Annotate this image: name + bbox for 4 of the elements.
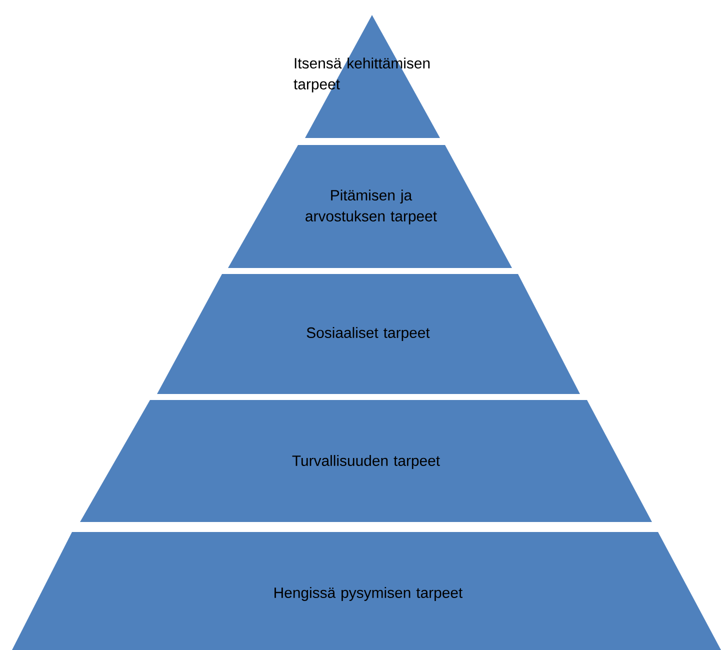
pyramid-level: Sosiaaliset tarpeet bbox=[157, 274, 580, 394]
pyramid-level: Hengissä pysymisen tarpeet bbox=[12, 532, 721, 650]
pyramid-level: Pitämisen ja arvostuksen tarpeet bbox=[228, 145, 512, 268]
pyramid-level: Turvallisuuden tarpeet bbox=[80, 400, 652, 522]
